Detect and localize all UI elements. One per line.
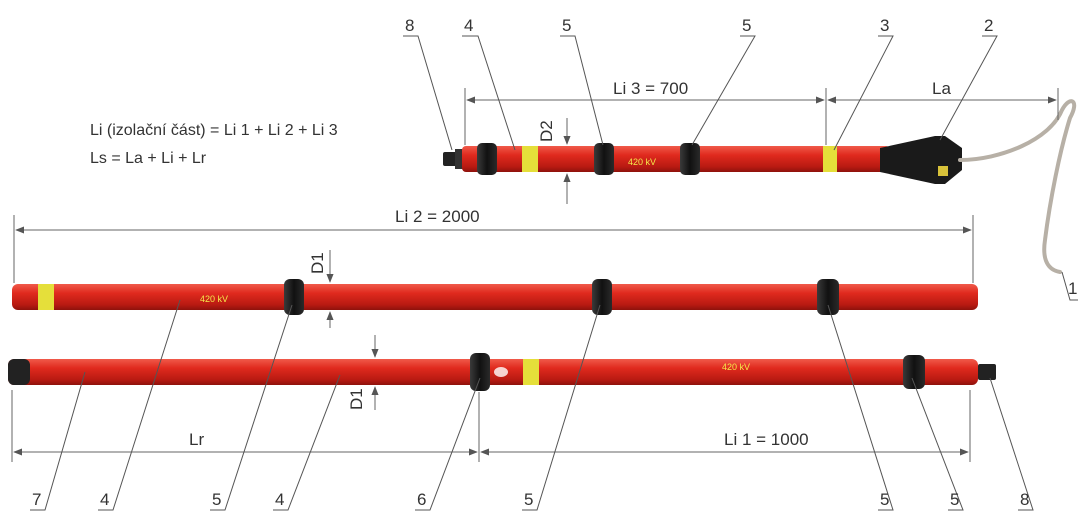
dim-d2: D2 (537, 120, 556, 142)
bottom-collar-5 (903, 355, 925, 389)
top-collar-4 (477, 143, 497, 175)
middle-collar-a (284, 279, 304, 315)
bottom-yellow-band (523, 359, 539, 385)
part-label-5-bottom-b: 5 (524, 490, 533, 509)
dim-lr: Lr (189, 430, 204, 449)
part-label-8-bottom: 8 (1020, 490, 1029, 509)
dim-li2: Li 2 = 2000 (395, 207, 480, 226)
part-label-7: 7 (32, 490, 41, 509)
bottom-rod-tube (8, 359, 978, 385)
part-label-4-top: 4 (464, 16, 473, 35)
middle-rod-assembly: 420 kV (12, 279, 978, 315)
bottom-rod-marking: 420 kV (722, 362, 750, 372)
middle-yellow-band (38, 284, 54, 310)
middle-collar-c (817, 279, 839, 315)
part-label-4-bottom-a: 4 (100, 490, 109, 509)
part-label-5-top-b: 5 (742, 16, 751, 35)
top-collar-5b (680, 143, 700, 175)
part-label-8-top: 8 (405, 16, 414, 35)
formula-insulating-length: Li (izolační část) = Li 1 + Li 2 + Li 3 (90, 122, 338, 139)
top-yellow-band (522, 146, 538, 172)
part-label-6: 6 (417, 490, 426, 509)
part-label-2: 2 (984, 16, 993, 35)
bottom-rod-assembly: 420 kV (8, 353, 996, 391)
part-label-3: 3 (880, 16, 889, 35)
middle-collar-b (592, 279, 612, 315)
part-label-5-bottom-c: 5 (880, 490, 889, 509)
top-rod-assembly: 420 kV (443, 99, 1077, 274)
top-rod-marking: 420 kV (628, 157, 656, 167)
dim-d1-lower: D1 (347, 388, 366, 410)
middle-rod-tube (12, 284, 978, 310)
bottom-end-cap-8 (978, 364, 996, 380)
dim-la: La (932, 79, 951, 98)
part-label-4-bottom-b: 4 (275, 490, 284, 509)
leader-lines (30, 35, 1078, 511)
dim-li1: Li 1 = 1000 (724, 430, 809, 449)
part-label-5-bottom-a: 5 (212, 490, 221, 509)
dim-d1-upper: D1 (308, 252, 327, 274)
part-label-5-bottom-d: 5 (950, 490, 959, 509)
end-cap (443, 152, 457, 166)
dimension-lines (11, 88, 1059, 462)
middle-rod-marking: 420 kV (200, 294, 228, 304)
bottom-end-cap-7 (8, 359, 30, 385)
hook-wire (958, 99, 1077, 274)
top-rod-tube (462, 146, 890, 172)
hook-head (880, 136, 962, 184)
bottom-collar-6 (470, 353, 490, 391)
top-yellow-band-3 (823, 146, 837, 172)
top-collar-5a (594, 143, 614, 175)
part-label-5-top-a: 5 (562, 16, 571, 35)
dim-li3: Li 3 = 700 (613, 79, 688, 98)
formula-total-length: Ls = La + Li + Lr (90, 150, 207, 167)
part-label-1: 1 (1068, 279, 1077, 298)
